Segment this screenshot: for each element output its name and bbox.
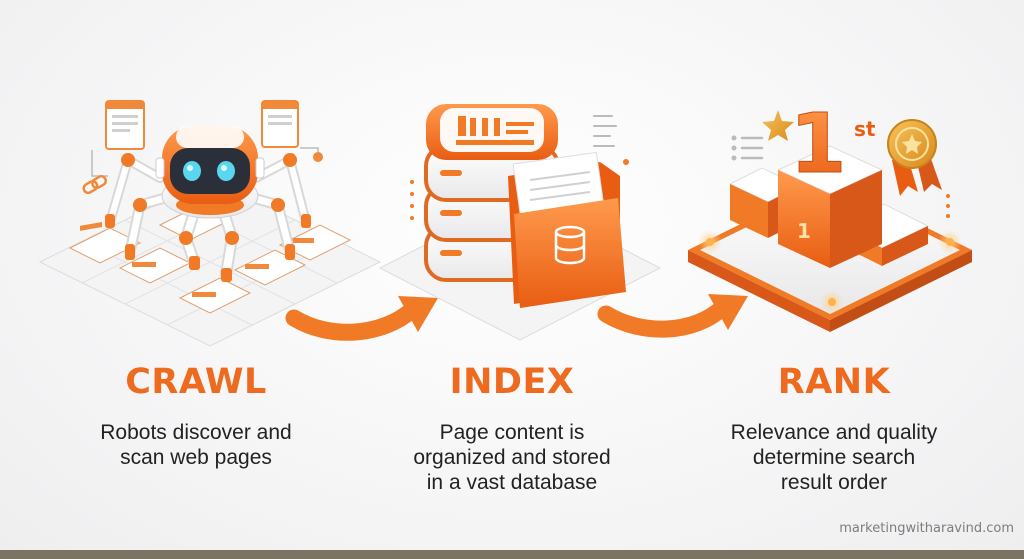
step-description: Relevance and quality determine search r… bbox=[730, 421, 938, 494]
star-icon bbox=[762, 110, 794, 141]
step-title: RANK bbox=[777, 362, 891, 402]
robot-spider-icon bbox=[38, 100, 382, 347]
step-description: Page content is organized and stored in … bbox=[413, 421, 611, 494]
trophy-suffix: st bbox=[854, 117, 876, 141]
bottom-bar bbox=[0, 550, 1024, 559]
watermark: marketingwitharavind.com bbox=[839, 521, 1014, 536]
step-description: Robots discover and scan web pages bbox=[100, 421, 292, 469]
podium-icon: 1 1 st bbox=[688, 97, 972, 332]
trophy-number: 1 bbox=[789, 97, 846, 192]
step-index: INDEX Page content is organized and stor… bbox=[362, 362, 662, 495]
database-icon bbox=[378, 104, 662, 341]
step-title: INDEX bbox=[449, 362, 575, 402]
step-rank: RANK Relevance and quality determine sea… bbox=[684, 362, 984, 495]
podium-number: 1 bbox=[797, 219, 811, 243]
arrow-right-icon bbox=[597, 294, 748, 338]
step-title: CRAWL bbox=[125, 362, 267, 402]
arrow-right-icon bbox=[285, 296, 438, 341]
step-crawl: CRAWL Robots discover and scan web pages bbox=[46, 362, 346, 470]
medal-icon bbox=[887, 119, 942, 196]
